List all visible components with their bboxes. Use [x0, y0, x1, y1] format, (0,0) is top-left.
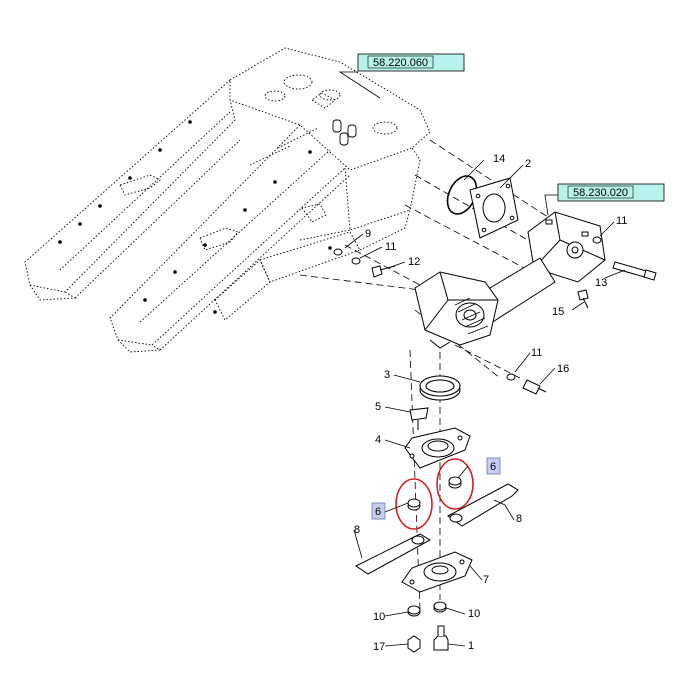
- gearbox-ref-label: 58.230.020: [573, 187, 628, 199]
- main-frame: [24, 47, 431, 353]
- highlight-callout-left: 6: [371, 502, 386, 520]
- callout-9: 9: [365, 228, 371, 240]
- bushing-right: [448, 476, 462, 489]
- callout-13: 13: [595, 277, 607, 289]
- highlight-callout-right: 6: [486, 457, 501, 475]
- bolt-1: [433, 625, 449, 651]
- frame-bosses: [332, 119, 357, 146]
- washer-10-right: [433, 601, 447, 613]
- frame-holes: [58, 120, 332, 314]
- frame-ref-label: 58.220.060: [373, 57, 428, 69]
- highlight-rings: [395, 458, 474, 530]
- blade-left: [355, 533, 432, 575]
- callout-6-right: 6: [490, 461, 496, 473]
- disc-carrier: [401, 551, 473, 593]
- bushing-left: [407, 498, 421, 511]
- washer-9: [333, 248, 343, 256]
- bearing-housing: [404, 427, 471, 469]
- grease-nipple: [409, 407, 429, 430]
- callout-10-left: 10: [373, 611, 385, 623]
- washer-11-left: [351, 257, 361, 265]
- leader-lines: [338, 71, 626, 647]
- callout-5: 5: [375, 401, 381, 413]
- callout-7: 7: [483, 574, 489, 586]
- washer-11-lower: [506, 373, 516, 381]
- gasket-plate: [469, 177, 519, 239]
- frame-ref-box: 58.220.060: [357, 53, 465, 72]
- seal-ring: [419, 375, 461, 401]
- pin-13: [612, 261, 657, 281]
- callout-2: 2: [525, 158, 531, 170]
- callout-11-upper: 11: [616, 215, 627, 227]
- washer-10-left: [407, 605, 421, 617]
- washer-11-right: [592, 236, 602, 244]
- gearbox-fins: [454, 297, 489, 335]
- bolt-16: [522, 379, 547, 395]
- callout-16: 16: [557, 363, 569, 375]
- bolt-15: [577, 289, 589, 309]
- callout-10-right: 10: [468, 608, 480, 620]
- gearbox-ref-box: 58.230.020: [557, 183, 665, 202]
- callout-3: 3: [384, 369, 390, 381]
- callout-1: 1: [468, 640, 474, 652]
- callout-15: 15: [552, 306, 564, 318]
- callout-11-lower: 11: [531, 347, 542, 359]
- callout-8-left: 8: [354, 524, 360, 536]
- callout-11-mid: 11: [385, 241, 396, 253]
- callout-8-right: 8: [516, 513, 522, 525]
- callout-4: 4: [375, 434, 381, 446]
- callout-17: 17: [373, 641, 385, 653]
- nut-17: [407, 635, 421, 653]
- callout-6-left: 6: [375, 506, 381, 518]
- bolt-12: [371, 265, 396, 278]
- callout-14: 14: [493, 153, 505, 165]
- callout-12: 12: [408, 256, 420, 268]
- blade-right: [447, 483, 519, 527]
- gearbox-left: [414, 271, 499, 349]
